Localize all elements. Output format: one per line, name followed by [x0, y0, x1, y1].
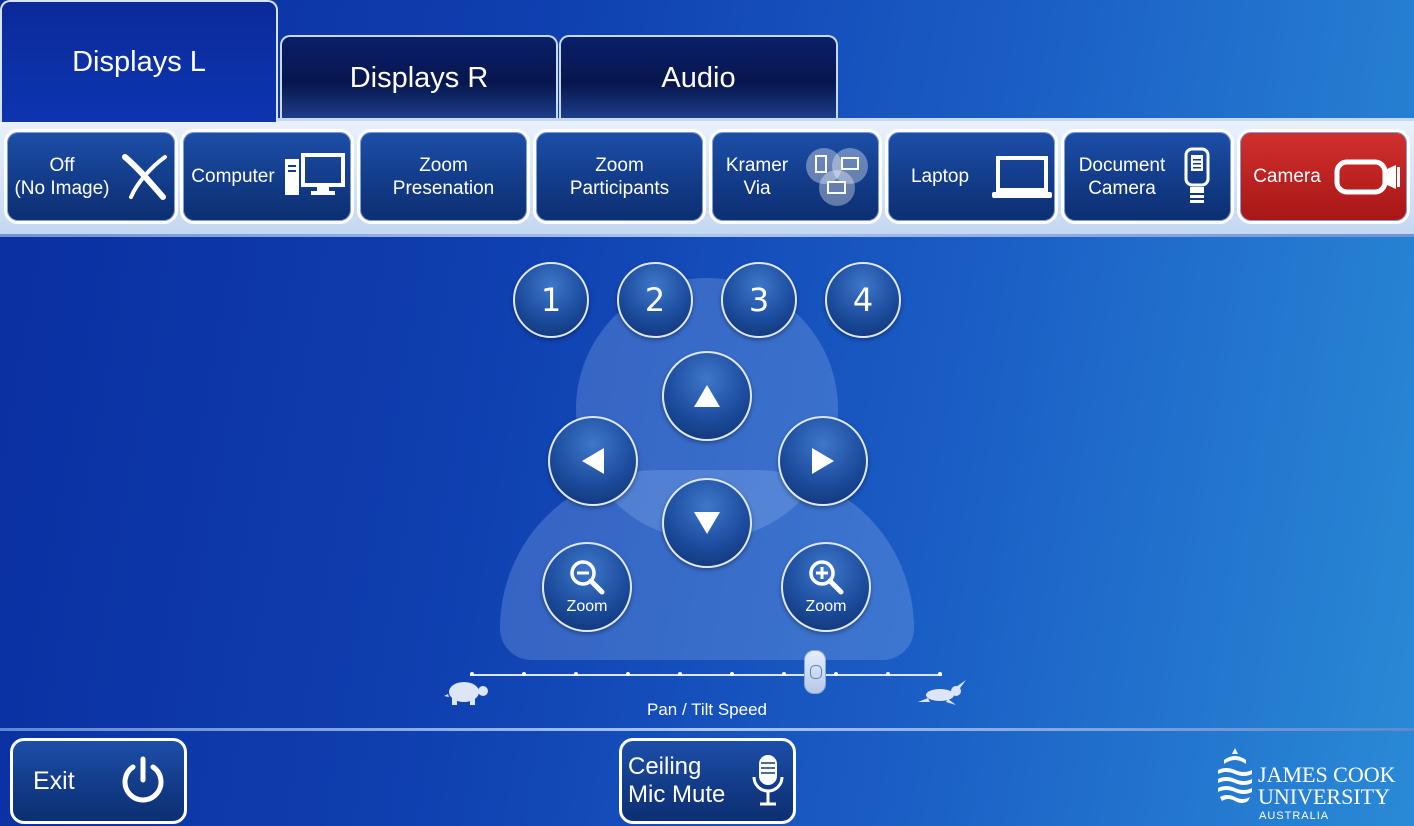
- pan-tilt-speed-label: Pan / Tilt Speed: [646, 700, 768, 719]
- slider-tick: [730, 672, 734, 676]
- logo-line-2: UNIVERSITY: [1258, 784, 1390, 809]
- preset-4-button[interactable]: 4: [825, 262, 901, 338]
- arrow-left-icon: [582, 448, 604, 474]
- exit-button[interactable]: Exit: [10, 738, 187, 824]
- arrow-right-icon: [812, 448, 834, 474]
- camera-icon: [1334, 159, 1400, 194]
- zoom-out-label: Zoom: [566, 598, 608, 615]
- computer-icon: [285, 152, 345, 195]
- zoom-in-label: Zoom: [805, 598, 847, 615]
- tab-displays-r[interactable]: Displays R: [280, 35, 558, 120]
- jcu-logo: JAMES COOK UNIVERSITY AUSTRALIA: [1212, 744, 1402, 822]
- arrow-up-icon: [694, 385, 720, 407]
- kramer-via-icon: [806, 147, 868, 206]
- slider-tick: [470, 672, 474, 676]
- zoom-out-button[interactable]: Zoom: [542, 542, 632, 632]
- source-kramer-via-button[interactable]: Kramer Via: [709, 129, 882, 224]
- slider-tick: [522, 672, 526, 676]
- preset-3-button[interactable]: 3: [721, 262, 797, 338]
- source-laptop-button[interactable]: Laptop: [885, 129, 1058, 224]
- source-document-camera-label: Document Camera: [1078, 154, 1166, 199]
- ceiling-mic-mute-button[interactable]: Ceiling Mic Mute: [619, 738, 796, 824]
- tilt-down-button[interactable]: [662, 478, 752, 568]
- no-image-icon: [122, 153, 167, 200]
- logo-name: JAMES COOK UNIVERSITY: [1258, 764, 1396, 808]
- source-laptop-label: Laptop: [910, 166, 970, 187]
- turtle-icon: [444, 682, 488, 705]
- power-icon: [122, 756, 164, 803]
- source-kramer-via-label: Kramer Via: [725, 154, 789, 199]
- speed-slider-thumb[interactable]: [804, 650, 826, 694]
- zoom-in-button[interactable]: Zoom: [781, 542, 871, 632]
- source-off-button[interactable]: Off (No Image): [4, 129, 178, 224]
- source-computer-button[interactable]: Computer: [180, 129, 354, 224]
- exit-label: Exit: [33, 766, 75, 795]
- slider-tick: [938, 672, 942, 676]
- preset-2-button[interactable]: 2: [617, 262, 693, 338]
- microphone-icon: [752, 755, 784, 806]
- source-zoom-participants-button[interactable]: Zoom Participants: [533, 129, 706, 224]
- tilt-up-button[interactable]: [662, 351, 752, 441]
- slider-tick: [626, 672, 630, 676]
- document-camera-icon: [1184, 147, 1210, 203]
- zoom-in-icon: [809, 560, 844, 595]
- source-camera-button[interactable]: Camera: [1237, 129, 1410, 224]
- logo-line-1: JAMES COOK: [1258, 762, 1396, 787]
- source-zoom-presentation-button[interactable]: Zoom Presenation: [357, 129, 530, 224]
- source-camera-label: Camera: [1253, 166, 1321, 187]
- source-document-camera-button[interactable]: Document Camera: [1061, 129, 1234, 224]
- slider-tick: [678, 672, 682, 676]
- zoom-out-icon: [570, 560, 605, 595]
- source-zoom-participants-label: Zoom Participants: [569, 154, 670, 199]
- preset-1-button[interactable]: 1: [513, 262, 589, 338]
- rabbit-icon: [918, 680, 966, 705]
- pan-left-button[interactable]: [548, 416, 638, 506]
- source-row: Off (No Image) Computer Zoom Presenation…: [0, 121, 1414, 234]
- pan-right-button[interactable]: [778, 416, 868, 506]
- tab-displays-l[interactable]: Displays L: [0, 0, 278, 122]
- source-zoom-presentation-label: Zoom Presenation: [392, 154, 495, 199]
- bottom-divider: [0, 728, 1414, 731]
- source-off-label: Off (No Image): [14, 154, 110, 199]
- tab-audio[interactable]: Audio: [559, 35, 838, 120]
- tab-underline: [276, 118, 1414, 121]
- laptop-icon: [992, 155, 1052, 198]
- section-divider: [0, 234, 1414, 237]
- slider-tick: [782, 672, 786, 676]
- jcu-crest-icon: [1218, 748, 1252, 803]
- slider-tick: [886, 672, 890, 676]
- arrow-down-icon: [694, 512, 720, 534]
- speed-slider-track[interactable]: [470, 674, 942, 676]
- slider-tick: [574, 672, 578, 676]
- ceiling-mic-mute-label: Ceiling Mic Mute: [628, 753, 726, 808]
- tab-bar: Displays L Displays R Audio: [0, 0, 1414, 122]
- slider-tick: [834, 672, 838, 676]
- source-computer-label: Computer: [191, 166, 275, 187]
- logo-country: AUSTRALIA: [1259, 810, 1330, 822]
